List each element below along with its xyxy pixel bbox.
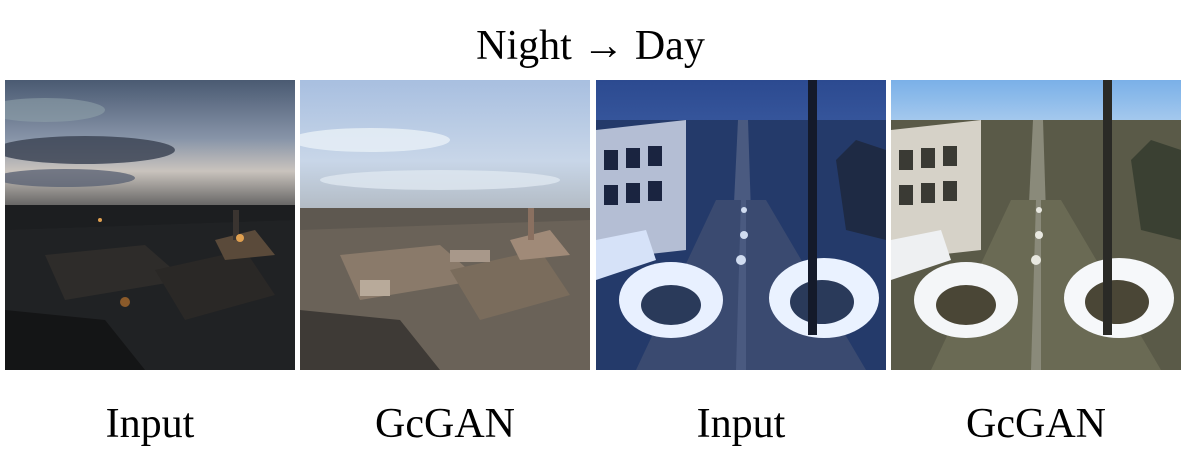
campus-day-image: [891, 80, 1181, 370]
caption-gcgan-1: GcGAN: [375, 401, 515, 447]
town-dusk-image: [5, 80, 295, 370]
campus-night-image: [596, 80, 886, 370]
town-day-image: [300, 80, 590, 370]
panel-town-gcgan: [300, 80, 590, 370]
panel-campus-gcgan: [891, 80, 1181, 370]
panel-campus-input: [596, 80, 886, 370]
caption-input-2: Input: [696, 401, 786, 447]
caption-gcgan-2: GcGAN: [966, 401, 1106, 447]
caption-input-1: Input: [105, 401, 195, 447]
figure-title: Night → Day: [476, 23, 705, 69]
panel-town-input: [5, 80, 295, 370]
